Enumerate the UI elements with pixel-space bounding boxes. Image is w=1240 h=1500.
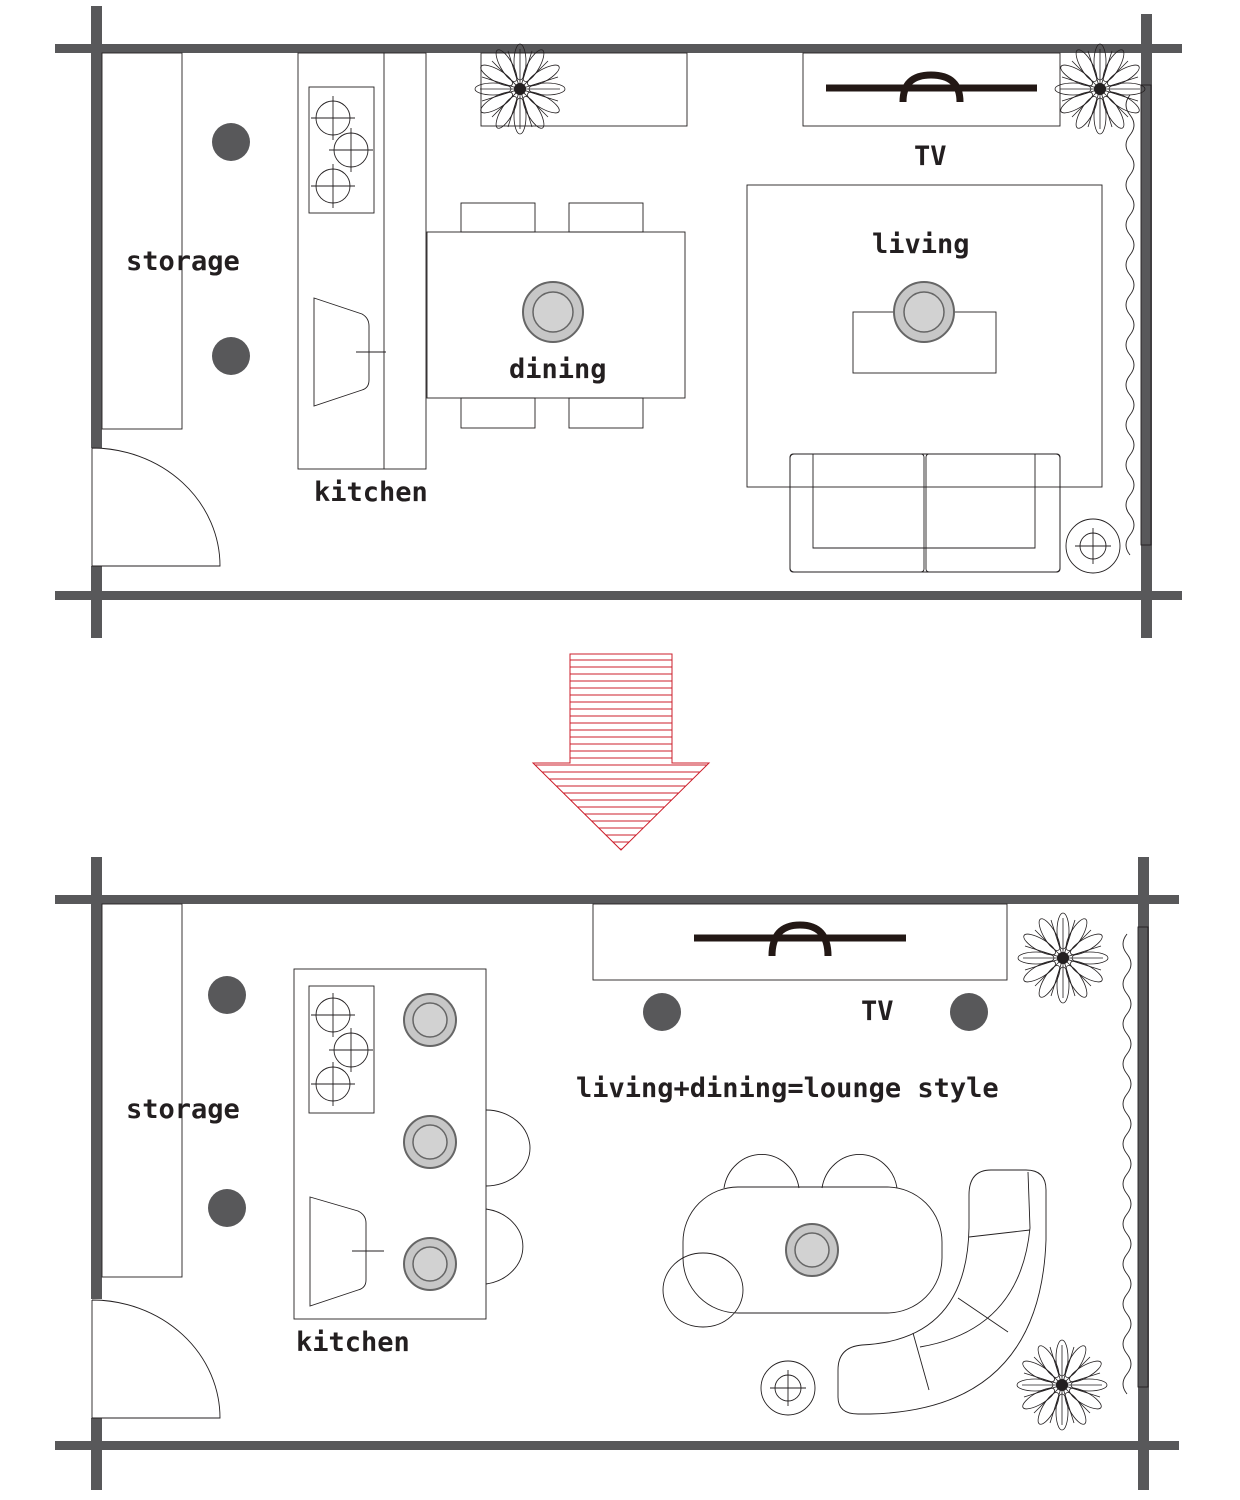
tv-icon: [768, 921, 832, 957]
curved-sofa: [837, 1169, 1047, 1415]
dining-chair: [460, 202, 536, 233]
dining-table: [426, 231, 686, 399]
kitchen-island: [293, 968, 487, 1320]
sink-icon: [309, 1196, 367, 1307]
downlight-icon: [643, 993, 681, 1031]
before-plan: storage kitchen dining TV li: [55, 6, 1182, 638]
tv-label: TV: [914, 141, 947, 172]
window: [1140, 84, 1152, 546]
wall-top: [55, 44, 1182, 53]
lounge-chair: [821, 1154, 898, 1189]
kitchen-label: kitchen: [314, 477, 428, 508]
door-swing: [91, 447, 221, 567]
stool: [485, 1208, 524, 1285]
stove: [308, 86, 375, 214]
dining-chair: [460, 397, 536, 429]
curtain: [1125, 94, 1135, 556]
tv-stand: [802, 52, 1061, 127]
sofa: [789, 453, 1061, 573]
dining-chair: [568, 397, 644, 429]
stove: [308, 985, 375, 1114]
downlight-icon: [208, 1189, 246, 1227]
storage-label: storage: [126, 1094, 240, 1125]
transform-arrow-icon: [531, 653, 711, 851]
window: [1137, 926, 1149, 1388]
door-swing: [91, 1299, 221, 1419]
lounge-chair: [723, 1154, 800, 1189]
storage-cabinet: [101, 52, 183, 430]
wall-right: [1138, 857, 1149, 1490]
curtain: [1122, 933, 1132, 1395]
tv-stand: [592, 903, 1008, 981]
lounge-chair: [662, 1252, 744, 1328]
wall-left: [91, 857, 102, 1299]
wall-top: [55, 895, 1179, 904]
downlight-icon: [212, 337, 250, 375]
downlight-icon: [208, 976, 246, 1014]
downlight-icon: [950, 993, 988, 1031]
wall-right: [1141, 14, 1152, 638]
living-label: living: [872, 229, 970, 260]
storage-label: storage: [126, 246, 240, 277]
lounge-table: [682, 1186, 943, 1314]
living-rug: [746, 184, 1103, 488]
tv-label: TV: [861, 996, 894, 1027]
dining-label: dining: [509, 354, 607, 385]
sink-icon: [313, 297, 370, 407]
wall-bottom: [55, 591, 1182, 600]
wall-left-lower: [91, 1418, 102, 1490]
wall-left-lower: [91, 566, 102, 638]
wall-bottom: [55, 1441, 1179, 1450]
sideboard: [480, 52, 688, 127]
tv-icon: [899, 71, 964, 103]
after-plan: storage kitchen TV living+dining=lounge …: [55, 857, 1179, 1490]
kitchen-label: kitchen: [296, 1327, 410, 1358]
dining-chair: [568, 202, 644, 233]
stool: [485, 1109, 531, 1187]
storage-cabinet: [101, 903, 183, 1278]
lounge-label: living+dining=lounge style: [576, 1073, 999, 1104]
downlight-icon: [212, 123, 250, 161]
kitchen-counter: [297, 52, 427, 470]
wall-left: [91, 6, 102, 448]
